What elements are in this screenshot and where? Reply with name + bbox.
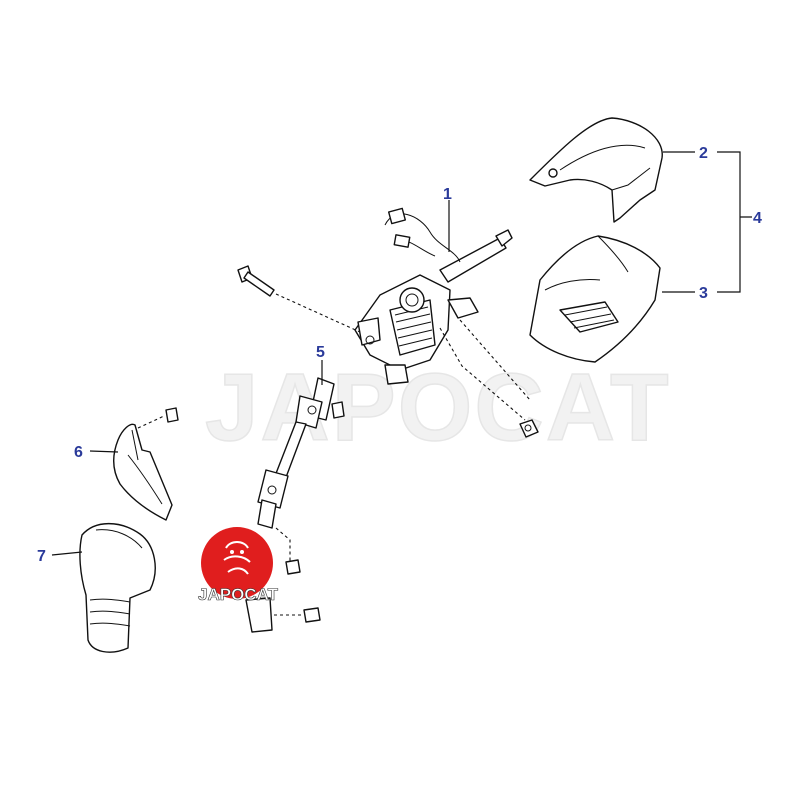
lower-column-cover[interactable] <box>529 235 661 363</box>
callout-6[interactable]: 6 <box>74 444 83 461</box>
column-hole-cover-boot[interactable] <box>79 523 156 653</box>
bolt-lower-2[interactable] <box>303 607 321 623</box>
intermediate-shaft[interactable] <box>257 377 335 529</box>
nut-right[interactable] <box>519 419 539 438</box>
callout-1[interactable]: 1 <box>443 186 452 203</box>
upper-column-cover[interactable] <box>529 117 663 223</box>
callout-2[interactable]: 2 <box>699 145 708 162</box>
lower-bracket[interactable] <box>245 597 273 633</box>
logo-circle <box>201 527 273 599</box>
leader-6 <box>89 450 119 453</box>
callout-5[interactable]: 5 <box>316 344 325 361</box>
small-bolt-shaft[interactable] <box>331 401 345 419</box>
bolt-upper-left[interactable] <box>237 265 275 297</box>
callout-7[interactable]: 7 <box>37 548 46 565</box>
watermark-text: JAPOCAT <box>205 354 671 461</box>
japocat-logo: JAPOCAT <box>198 527 279 604</box>
logo-text: JAPOCAT <box>198 585 279 604</box>
logo-cat-icon <box>223 541 251 575</box>
bracket-2-3-4 <box>717 151 752 293</box>
bolt-lower-1[interactable] <box>285 559 301 575</box>
nut-part-6[interactable] <box>165 407 179 423</box>
steering-column-assembly[interactable] <box>354 207 513 385</box>
leader-7 <box>51 551 83 556</box>
callout-3[interactable]: 3 <box>699 285 708 302</box>
callout-4[interactable]: 4 <box>753 210 762 227</box>
steering-bracket-cover[interactable] <box>113 423 173 521</box>
